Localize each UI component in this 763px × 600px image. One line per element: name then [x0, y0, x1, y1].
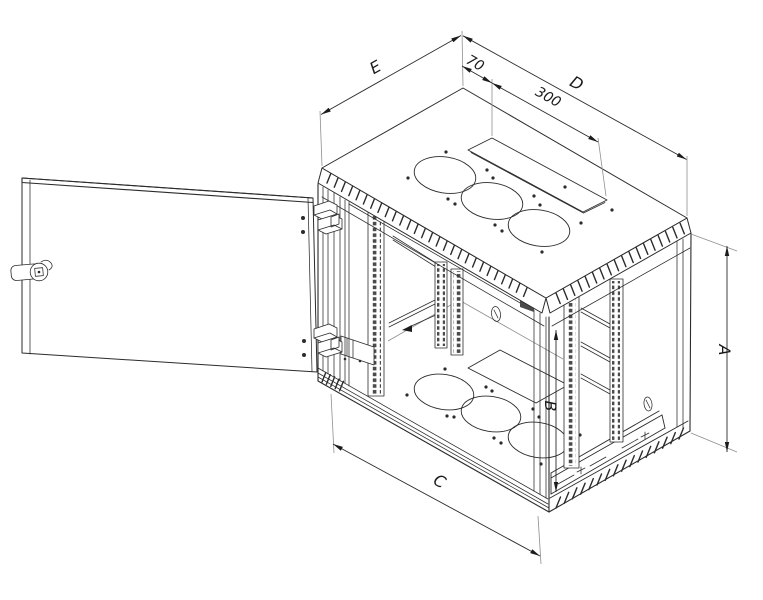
dimension-C: C	[332, 443, 541, 557]
dimension-A: A	[715, 246, 734, 452]
dimension-label-B: B	[541, 401, 560, 412]
door-panel	[21, 177, 318, 373]
floor-fan-cutout-2	[452, 389, 535, 440]
dimension-extension-lines	[319, 30, 738, 565]
dimension-label-A: A	[715, 344, 734, 356]
top-cover	[317, 87, 692, 314]
door-hinge-screws	[301, 216, 306, 357]
right-plinth-vents	[555, 427, 685, 509]
hinge-bottom	[313, 323, 343, 358]
tray-slot	[621, 438, 639, 449]
floor-fan-cutout-1	[405, 367, 488, 418]
panel-latch-back	[491, 306, 501, 322]
door-lock	[10, 259, 53, 282]
panel-latch-right	[643, 396, 653, 412]
rack-rails	[367, 211, 624, 469]
rack-rail-rear-right	[609, 278, 624, 443]
dimension-label-C: C	[430, 470, 450, 492]
dimension-B: B	[541, 330, 560, 492]
top-fan-cutout-2	[453, 176, 536, 227]
brand-label	[520, 300, 534, 312]
front-sill	[317, 367, 550, 513]
top-cable-entry-cutout	[467, 137, 608, 214]
sill-vent-hatch	[321, 371, 345, 392]
tray-slot	[557, 474, 575, 485]
dimension-label-70: 70	[463, 52, 486, 75]
rack-rail-rear-left-2	[450, 268, 464, 356]
dimension-label-300: 300	[532, 84, 563, 111]
top-right-vents	[555, 222, 685, 305]
top-fan-cutout-1	[406, 150, 489, 201]
tray-slot	[589, 456, 607, 467]
right-side-panel	[548, 232, 692, 513]
dimension-label-D: D	[567, 72, 587, 95]
dimension-label-E: E	[366, 56, 385, 78]
rack-rail-front-left	[367, 211, 385, 397]
top-left-vents	[326, 171, 529, 298]
hinge-top	[313, 200, 343, 235]
top-face	[321, 87, 688, 299]
rack-rail-rear-left-1	[434, 261, 448, 349]
front-door	[10, 177, 318, 373]
top-fan-cutout-3	[500, 203, 583, 254]
floor-cable-cutout	[467, 349, 569, 404]
depth-braces	[388, 235, 611, 395]
dimension-70: 70	[461, 52, 493, 84]
